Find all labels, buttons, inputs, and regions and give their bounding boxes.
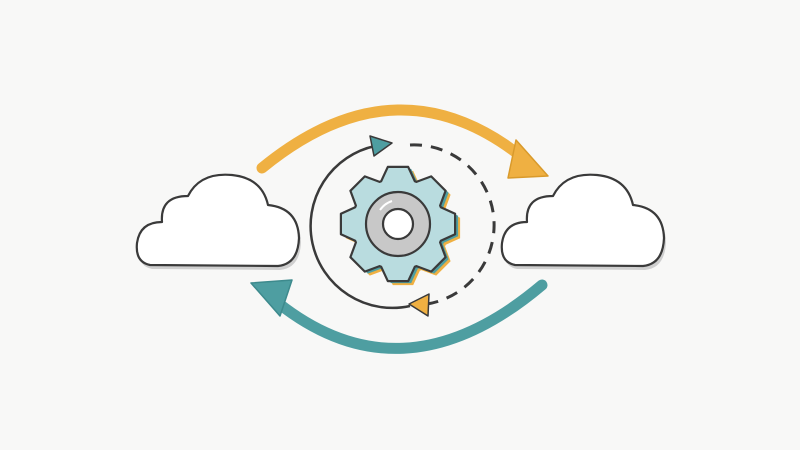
gear-icon bbox=[339, 165, 461, 286]
cycle-ring bbox=[309, 135, 496, 317]
teal-arrowhead-icon bbox=[369, 135, 393, 157]
orange-arrowhead-icon bbox=[408, 293, 430, 317]
orange-arrow-icon bbox=[256, 104, 549, 179]
teal-arrow-icon bbox=[250, 279, 548, 354]
cloud-icon-right bbox=[500, 173, 666, 270]
cloud-icon-left bbox=[135, 173, 301, 270]
gear-hole bbox=[381, 207, 415, 241]
